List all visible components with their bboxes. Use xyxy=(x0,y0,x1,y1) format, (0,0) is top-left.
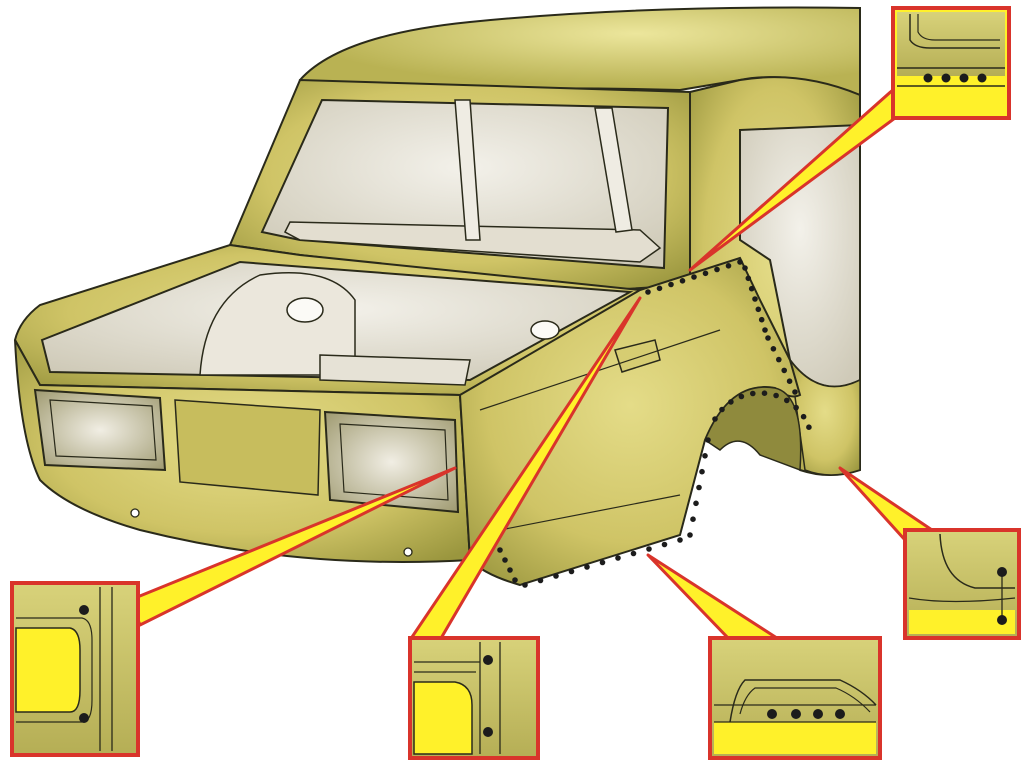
weld-dot xyxy=(522,582,528,588)
weld-dot xyxy=(677,537,683,543)
weld-dot xyxy=(502,557,508,563)
weld-dot xyxy=(656,285,663,292)
weld-dot xyxy=(712,416,718,422)
weld-dot xyxy=(553,573,559,579)
weld-dot xyxy=(784,397,790,404)
weld-dot xyxy=(693,500,699,507)
weld-dot xyxy=(646,546,652,552)
weld-dot xyxy=(661,541,668,548)
interior-pillar-2 xyxy=(594,107,633,233)
weld-dot xyxy=(584,564,590,570)
weld-dot xyxy=(690,516,696,522)
quarter-crease xyxy=(479,329,721,411)
license-panel xyxy=(174,399,321,496)
weld-dot xyxy=(773,392,779,399)
weld-dot xyxy=(750,390,756,397)
quarter-lower-crease xyxy=(499,494,681,531)
weld-dot xyxy=(755,306,762,313)
callout-lower-right xyxy=(903,528,1021,640)
weld-dot xyxy=(748,285,755,292)
callout-upper-right xyxy=(891,6,1011,120)
interior-seat-back xyxy=(284,221,662,263)
weld-dot xyxy=(793,404,799,411)
weld-dot xyxy=(568,568,575,575)
weld-dot xyxy=(725,263,732,269)
weld-dot xyxy=(696,484,702,491)
weld-dot xyxy=(537,577,544,584)
callout-lower-left xyxy=(10,581,140,757)
weld-dot xyxy=(776,356,782,363)
bumper-mount-hole-right xyxy=(403,547,413,557)
weld-dot xyxy=(806,424,812,431)
weld-dot xyxy=(615,555,621,561)
callout-lower-center-right xyxy=(708,636,882,760)
weld-dot xyxy=(705,437,711,443)
weld-dot xyxy=(497,547,503,553)
trunk-wheel-housing xyxy=(199,272,356,376)
weld-dot xyxy=(737,259,743,265)
weld-dot xyxy=(702,453,708,459)
weld-dot xyxy=(699,468,705,475)
tail-lamp-opening-right xyxy=(323,410,460,514)
weld-dot xyxy=(758,316,765,323)
weld-dot xyxy=(719,406,725,413)
weld-dot xyxy=(512,577,518,583)
tail-lamp-opening-left-inner xyxy=(49,399,157,461)
weld-dot xyxy=(738,393,745,400)
weld-dot xyxy=(691,274,697,280)
tail-lamp-opening-right-inner xyxy=(339,423,449,501)
weld-dot xyxy=(786,378,793,385)
callout-lower-center-left xyxy=(408,636,540,760)
weld-dot xyxy=(765,335,771,341)
weld-dot xyxy=(599,559,606,566)
weld-dot xyxy=(800,413,807,420)
weld-dot xyxy=(702,270,709,277)
weld-dot xyxy=(645,289,651,295)
weld-dot xyxy=(742,265,748,271)
weld-dot xyxy=(630,550,637,557)
trunk-housing-hole xyxy=(286,297,324,323)
side-sill xyxy=(788,357,861,476)
weld-dot xyxy=(687,532,693,538)
weld-dot xyxy=(668,281,674,288)
weld-dot xyxy=(781,367,787,374)
weld-dot xyxy=(745,275,752,282)
weld-dot xyxy=(714,266,720,273)
fuel-filler-recess xyxy=(614,339,661,373)
bumper-mount-hole-left xyxy=(130,508,140,518)
weld-dot xyxy=(507,567,513,573)
leader-lower-center-right xyxy=(646,553,782,642)
weld-dot xyxy=(752,296,758,302)
weld-dot xyxy=(728,399,734,405)
weld-dot xyxy=(761,390,768,397)
weld-dot xyxy=(792,389,798,395)
weld-dot xyxy=(679,278,686,284)
tail-lamp-opening-left xyxy=(33,388,167,472)
trunk-floor-hole xyxy=(530,320,560,340)
weld-dot xyxy=(762,327,768,333)
trunk-floor-rail xyxy=(319,354,471,386)
weld-dot xyxy=(770,346,777,352)
interior-pillar xyxy=(454,99,481,241)
